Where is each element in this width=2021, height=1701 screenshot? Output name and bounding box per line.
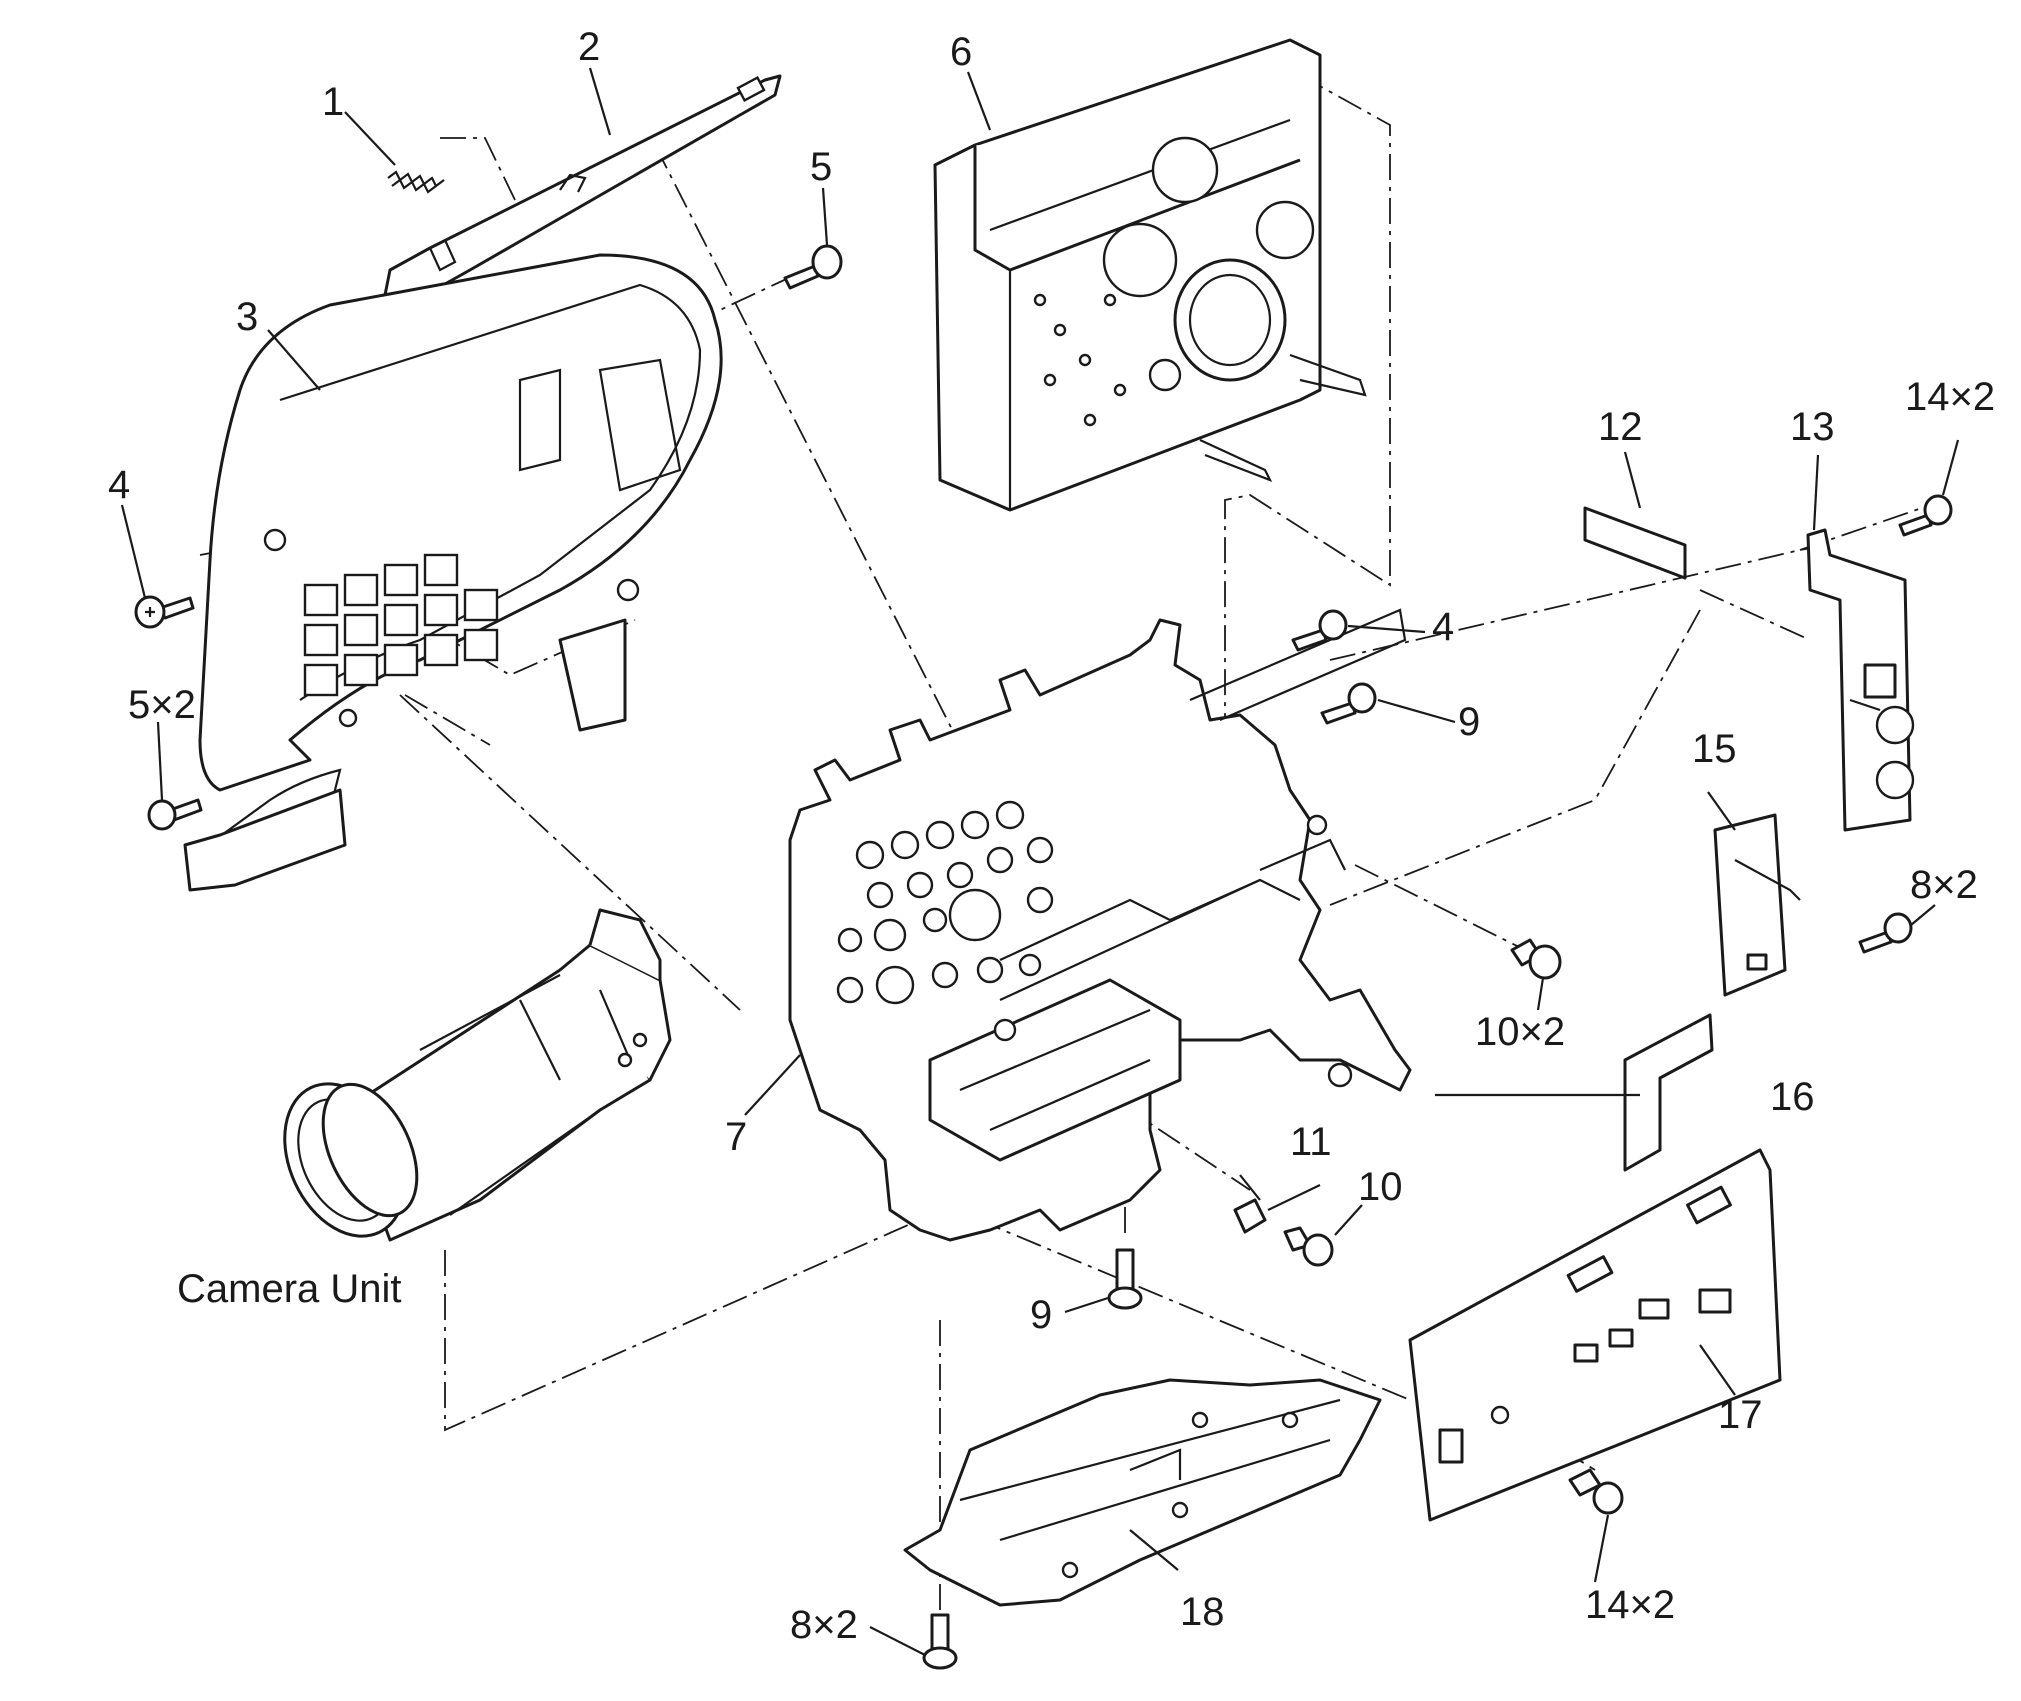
part-4-screw-left <box>134 595 195 629</box>
part-17-main-pcb <box>1408 1148 1782 1522</box>
callout-8x2-bottom: 8×2 <box>790 1603 858 1647</box>
part-8x2-screw-right <box>1858 912 1913 954</box>
part-16-flex-cable <box>1623 1013 1714 1172</box>
callout-labels: 1 2 3 4 4 5 5×2 6 7 8×2 8×2 9 9 10×2 10 … <box>108 25 1995 1647</box>
part-14x2-screw-top <box>1898 494 1953 537</box>
callout-9-lower: 9 <box>1030 1293 1052 1337</box>
callout-5: 5 <box>810 145 832 189</box>
callout-17: 17 <box>1718 1393 1763 1437</box>
callout-9-center: 9 <box>1458 700 1480 744</box>
part-4-screw-center <box>1291 609 1348 652</box>
part-14x2-screw-bottom <box>1568 1468 1624 1515</box>
callout-10: 10 <box>1358 1165 1403 1209</box>
mechanism-holes <box>1033 293 1127 427</box>
part-10x2-screw <box>1510 938 1562 980</box>
part-5x2-screw <box>147 798 203 831</box>
part-15-small-board <box>1713 813 1801 997</box>
callout-5x2: 5×2 <box>128 683 196 727</box>
callout-4-left: 4 <box>108 463 130 507</box>
callout-14x2-top: 14×2 <box>1905 375 1995 419</box>
part-5-screw <box>783 244 843 290</box>
callout-1: 1 <box>322 80 344 124</box>
grid-vents <box>303 553 499 697</box>
callout-12: 12 <box>1598 405 1643 449</box>
camera-unit <box>283 908 672 1242</box>
part-9-screw-lower <box>1107 1248 1143 1310</box>
part-1-spring <box>387 170 445 194</box>
part-10-screw-lower <box>1283 1226 1334 1267</box>
callout-16: 16 <box>1770 1075 1815 1119</box>
part-6-tape-mechanism <box>933 38 1367 512</box>
part-18-bottom-plate <box>903 1378 1382 1607</box>
callout-10x2: 10×2 <box>1475 1010 1565 1054</box>
part-12-flex-strip <box>1583 506 1687 580</box>
callout-18: 18 <box>1180 1590 1225 1634</box>
callout-15: 15 <box>1692 727 1737 771</box>
callout-6: 6 <box>950 30 972 74</box>
part-11-clip <box>1233 1174 1267 1234</box>
part-9-screw-center <box>1320 682 1377 725</box>
callout-2: 2 <box>578 25 600 69</box>
part-8x2-screw-bottom <box>922 1613 958 1670</box>
camera-unit-label: Camera Unit <box>177 1267 402 1311</box>
part-7-main-chassis <box>788 608 1412 1242</box>
callout-3: 3 <box>236 295 258 339</box>
callout-7: 7 <box>725 1115 747 1159</box>
callout-13: 13 <box>1790 405 1835 449</box>
callout-4-center: 4 <box>1432 605 1454 649</box>
callout-14x2-bottom: 14×2 <box>1585 1583 1675 1627</box>
leader-lines <box>120 67 1960 1656</box>
chassis-holes <box>836 800 1054 1005</box>
callout-8x2-right: 8×2 <box>1910 863 1978 907</box>
part-13-jack-board <box>1806 528 1915 832</box>
part-3-grip-housing <box>183 253 723 892</box>
callout-11: 11 <box>1290 1120 1332 1164</box>
